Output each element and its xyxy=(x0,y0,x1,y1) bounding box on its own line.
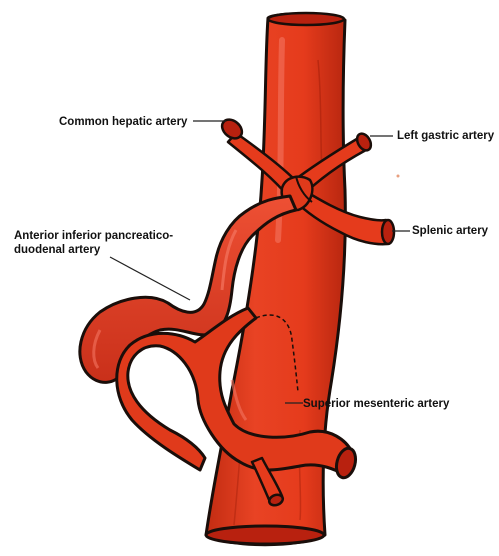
label-splenic-artery: Splenic artery xyxy=(412,224,488,238)
label-superior-mesenteric-artery: Superior mesenteric artery xyxy=(303,397,449,411)
label-aipd-line1: Anterior inferior pancreatico- xyxy=(14,229,173,243)
label-aipd-line2: duodenal artery xyxy=(14,243,173,257)
label-left-gastric-artery: Left gastric artery xyxy=(397,129,494,143)
label-common-hepatic-artery: Common hepatic artery xyxy=(59,115,187,129)
stray-dot xyxy=(397,175,400,178)
leader-aipd xyxy=(110,257,190,300)
label-aipd-artery: Anterior inferior pancreatico- duodenal … xyxy=(14,229,173,257)
